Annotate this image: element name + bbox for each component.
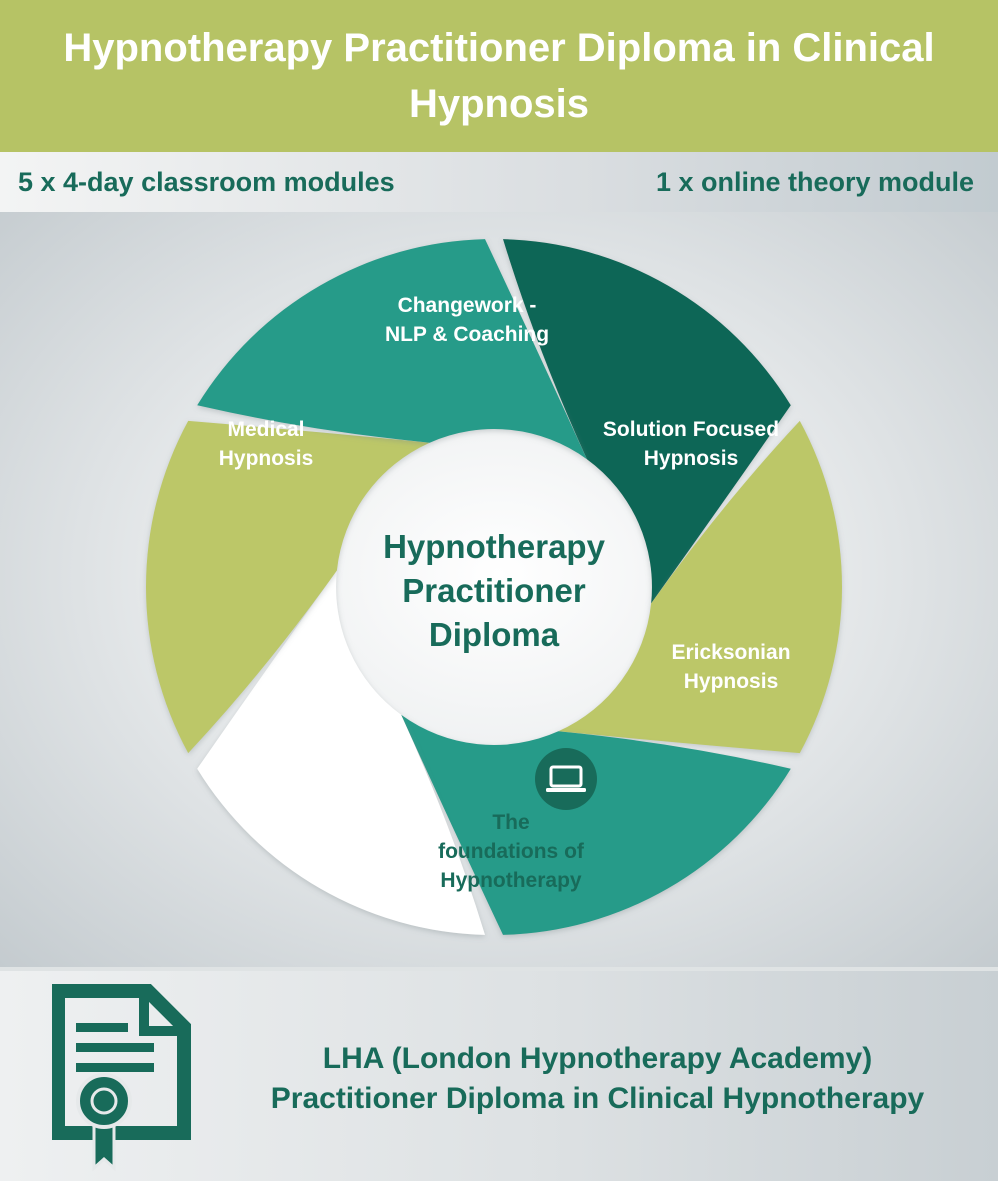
header-banner: Hypnotherapy Practitioner Diploma in Cli…: [0, 0, 998, 152]
page-title: Hypnotherapy Practitioner Diploma in Cli…: [63, 26, 935, 126]
segment-label: Changework -NLP & Coaching: [385, 294, 549, 346]
module-summary-bar: 5 x 4-day classroom modules 1 x online t…: [0, 152, 998, 212]
wheel-segment: [146, 420, 430, 754]
certificate-icon: [52, 984, 191, 1172]
footer-banner: LHA (London Hypnotherapy Academy) Practi…: [0, 967, 998, 1181]
footer-text: LHA (London Hypnotherapy Academy) Practi…: [205, 1039, 990, 1119]
classroom-modules-text: 5 x 4-day classroom modules: [18, 167, 395, 197]
wheel-segment: [197, 570, 485, 935]
laptop-icon: [535, 748, 597, 810]
wheel-segment: [197, 239, 587, 460]
segment-label: Hypno-psychotherapy: [242, 723, 392, 775]
wheel-segment: [503, 239, 791, 604]
online-module-text: 1 x online theory module: [655, 167, 974, 197]
wheel-segment: [401, 714, 791, 935]
footer-line-1: LHA (London Hypnotherapy Academy): [322, 1042, 873, 1075]
footer-line-2: Practitioner Diploma in Clinical Hypnoth…: [270, 1082, 925, 1115]
wheel-segment: [558, 420, 842, 754]
